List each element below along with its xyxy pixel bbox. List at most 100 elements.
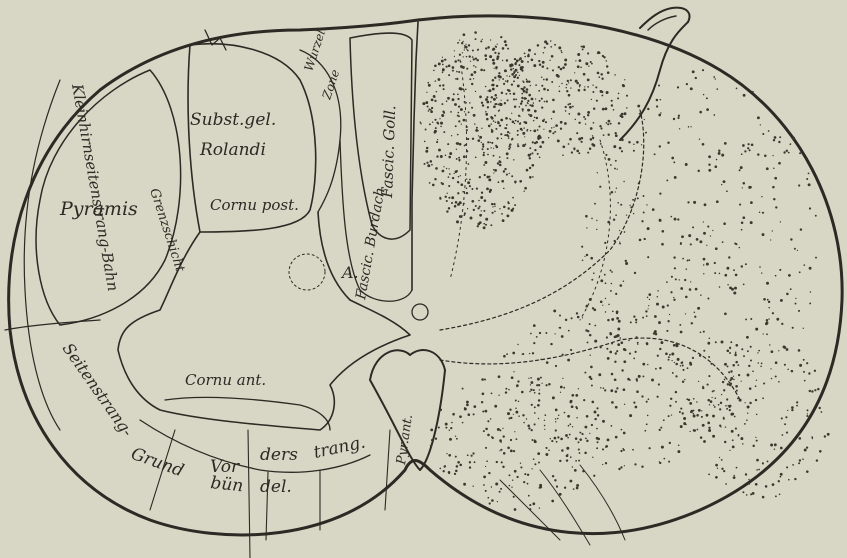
stipple-dot bbox=[507, 48, 509, 50]
stipple-dot bbox=[646, 343, 648, 345]
stipple-dot bbox=[500, 488, 502, 490]
stipple-dot bbox=[546, 447, 547, 448]
stipple-dot bbox=[768, 307, 770, 309]
stipple-dot bbox=[759, 266, 761, 268]
stipple-dot bbox=[517, 380, 519, 382]
stipple-dot bbox=[517, 72, 519, 74]
stipple-dot bbox=[570, 401, 572, 403]
stipple-dot bbox=[774, 177, 777, 180]
stipple-dot bbox=[513, 371, 514, 372]
stipple-dot bbox=[463, 56, 464, 57]
stipple-dot bbox=[572, 466, 573, 467]
stipple-dot bbox=[554, 437, 557, 440]
stipple-dot bbox=[635, 319, 637, 321]
stipple-dot bbox=[538, 418, 539, 419]
stipple-dot bbox=[528, 49, 531, 52]
stipple-dot bbox=[530, 377, 532, 379]
stipple-dot bbox=[808, 183, 811, 186]
stipple-dot bbox=[611, 191, 614, 194]
stipple-dot bbox=[529, 353, 530, 354]
stipple-dot bbox=[656, 99, 659, 102]
stipple-dot bbox=[693, 413, 695, 415]
stipple-dot bbox=[531, 404, 533, 406]
stipple-dot bbox=[772, 186, 775, 189]
stipple-dot bbox=[513, 68, 514, 69]
stipple-dot bbox=[615, 132, 617, 134]
stipple-dot bbox=[701, 416, 703, 418]
stipple-dot bbox=[435, 167, 438, 170]
stipple-dot bbox=[587, 341, 589, 343]
stipple-dot bbox=[520, 466, 522, 468]
stipple-dot bbox=[515, 98, 517, 100]
stipple-dot bbox=[607, 221, 610, 224]
stipple-dot bbox=[678, 115, 680, 117]
stipple-dot bbox=[500, 100, 501, 101]
stipple-dot bbox=[573, 488, 575, 490]
stipple-dot bbox=[758, 362, 760, 364]
stipple-dot bbox=[534, 406, 536, 408]
stipple-dot bbox=[726, 190, 728, 192]
stipple-dot bbox=[644, 238, 646, 240]
stipple-dot bbox=[507, 412, 510, 415]
stipple-dot bbox=[575, 460, 577, 462]
stipple-dot bbox=[499, 156, 501, 158]
stipple-dot bbox=[487, 46, 490, 49]
stipple-dot bbox=[619, 284, 622, 287]
stipple-dot bbox=[659, 348, 661, 350]
stipple-dot bbox=[483, 210, 485, 212]
stipple-dot bbox=[593, 122, 595, 124]
stipple-dot bbox=[667, 141, 669, 143]
stipple-dot bbox=[466, 404, 469, 407]
stipple-dot bbox=[707, 342, 710, 345]
stipple-dot bbox=[490, 418, 491, 419]
stipple-dot bbox=[434, 178, 436, 180]
stipple-dot bbox=[741, 153, 743, 155]
stipple-dot bbox=[605, 462, 607, 464]
stipple-dot bbox=[492, 48, 495, 51]
stipple-dot bbox=[618, 122, 620, 124]
stipple-dot bbox=[499, 76, 502, 79]
stipple-dot bbox=[522, 108, 524, 110]
stipple-dot bbox=[587, 52, 589, 54]
stipple-dot bbox=[517, 145, 519, 147]
stipple-dot bbox=[797, 250, 798, 251]
stipple-dot bbox=[523, 90, 526, 93]
stipple-dot bbox=[736, 88, 738, 90]
stipple-dot bbox=[673, 299, 675, 301]
stipple-dot bbox=[635, 406, 638, 409]
stipple-dot bbox=[778, 141, 780, 143]
stipple-dot bbox=[706, 263, 709, 266]
stipple-dot bbox=[482, 104, 484, 106]
stipple-dot bbox=[511, 209, 514, 212]
stipple-dot bbox=[791, 406, 794, 409]
stipple-dot bbox=[485, 58, 487, 60]
stipple-dot bbox=[578, 152, 580, 154]
stipple-dot bbox=[452, 66, 455, 69]
stipple-dot bbox=[514, 431, 515, 432]
stipple-dot bbox=[485, 447, 487, 449]
stipple-dot bbox=[553, 127, 554, 128]
stipple-dot bbox=[687, 367, 689, 369]
stipple-dot bbox=[464, 212, 466, 214]
stipple-dot bbox=[519, 57, 522, 60]
stipple-dot bbox=[426, 147, 429, 150]
stipple-dot bbox=[600, 90, 603, 93]
stipple-dot bbox=[552, 69, 554, 71]
stipple-dot bbox=[536, 117, 538, 119]
stipple-dot bbox=[693, 415, 696, 418]
stipple-dot bbox=[597, 51, 600, 54]
stipple-dot bbox=[694, 429, 696, 431]
stipple-dot bbox=[668, 461, 670, 463]
stipple-dot bbox=[565, 434, 568, 437]
stipple-dot bbox=[515, 411, 518, 414]
stipple-dot bbox=[432, 121, 433, 122]
stipple-dot bbox=[523, 190, 524, 191]
stipple-dot bbox=[474, 71, 477, 74]
stipple-dot bbox=[733, 292, 736, 295]
stipple-dot bbox=[704, 203, 707, 206]
stipple-dot bbox=[635, 321, 637, 323]
stipple-dot bbox=[770, 444, 773, 447]
stipple-dot bbox=[452, 98, 455, 101]
stipple-dot bbox=[812, 438, 813, 439]
stipple-dot bbox=[821, 411, 823, 413]
